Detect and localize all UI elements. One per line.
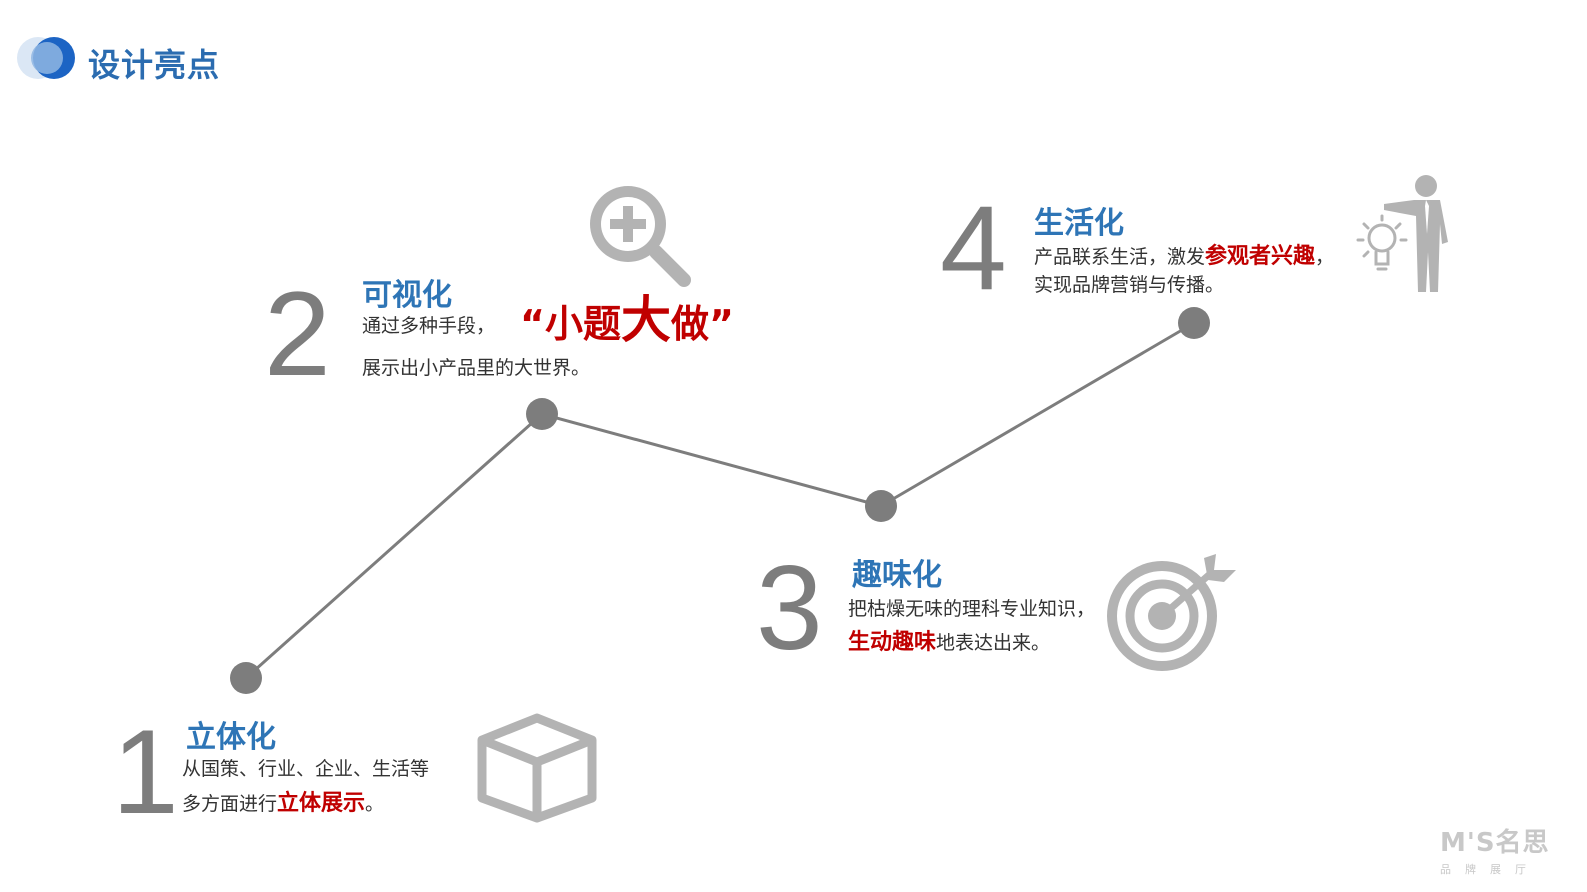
- step-1-line2-suffix: 。: [365, 793, 385, 815]
- magnifier-plus-icon: [590, 186, 691, 287]
- step-2-line1: 通过多种手段，: [362, 315, 496, 337]
- cube-icon: [477, 713, 597, 823]
- step-3-number: 3: [756, 541, 823, 675]
- step-4-line1-suffix: ，: [1315, 246, 1335, 268]
- step-2-title: 可视化: [362, 278, 452, 313]
- header-circles-icon: [17, 37, 75, 79]
- step-4-line1: 产品联系生活，激发参观者兴趣，: [1034, 238, 1334, 270]
- slogan-big: 大: [620, 291, 671, 349]
- step-2-line2: 展示出小产品里的大世界。: [362, 357, 591, 379]
- step-1-line1: 从国策、行业、企业、生活等: [182, 758, 430, 780]
- brand-subtitle: 品牌展厅: [1440, 863, 1540, 876]
- brand-logo-text: M'S名思: [1440, 828, 1550, 858]
- step-1-line2-prefix: 多方面进行: [182, 793, 278, 815]
- path-node-3: [865, 490, 897, 522]
- step-3-highlight: 生动趣味: [848, 630, 937, 655]
- step-3-line2: 生动趣味地表达出来。: [848, 624, 1050, 656]
- step-4-title: 生活化: [1034, 206, 1124, 241]
- page-title: 设计亮点: [88, 46, 221, 84]
- step-2-number: 2: [264, 267, 331, 401]
- step-4-highlight: 参观者兴趣: [1205, 244, 1316, 269]
- step-1-line2: 多方面进行立体展示。: [182, 785, 384, 817]
- target-arrow-icon: [1107, 554, 1236, 671]
- path-node-2: [526, 398, 558, 430]
- slogan-open: “小题: [520, 302, 621, 346]
- step-4-number: 4: [940, 181, 1007, 315]
- step-3-title: 趣味化: [852, 558, 942, 593]
- step-1-number: 1: [112, 705, 179, 839]
- step-4-line2: 实现品牌营销与传播。: [1034, 274, 1225, 296]
- step-3-line2-suffix: 地表达出来。: [936, 632, 1051, 654]
- presenter-lightbulb-icon: [1356, 175, 1448, 292]
- step-1-highlight: 立体展示: [277, 791, 366, 816]
- step-4-line1-prefix: 产品联系生活，激发: [1034, 246, 1206, 268]
- path-node-1: [230, 662, 262, 694]
- brand-watermark: M'S名思 品牌展厅: [1440, 822, 1550, 876]
- step-3-line1: 把枯燥无味的理科专业知识，: [848, 598, 1096, 620]
- step-1-title: 立体化: [186, 720, 276, 755]
- path-node-4: [1178, 307, 1210, 339]
- step-2-slogan: “小题大做”: [520, 280, 734, 352]
- slogan-close: 做”: [670, 302, 734, 346]
